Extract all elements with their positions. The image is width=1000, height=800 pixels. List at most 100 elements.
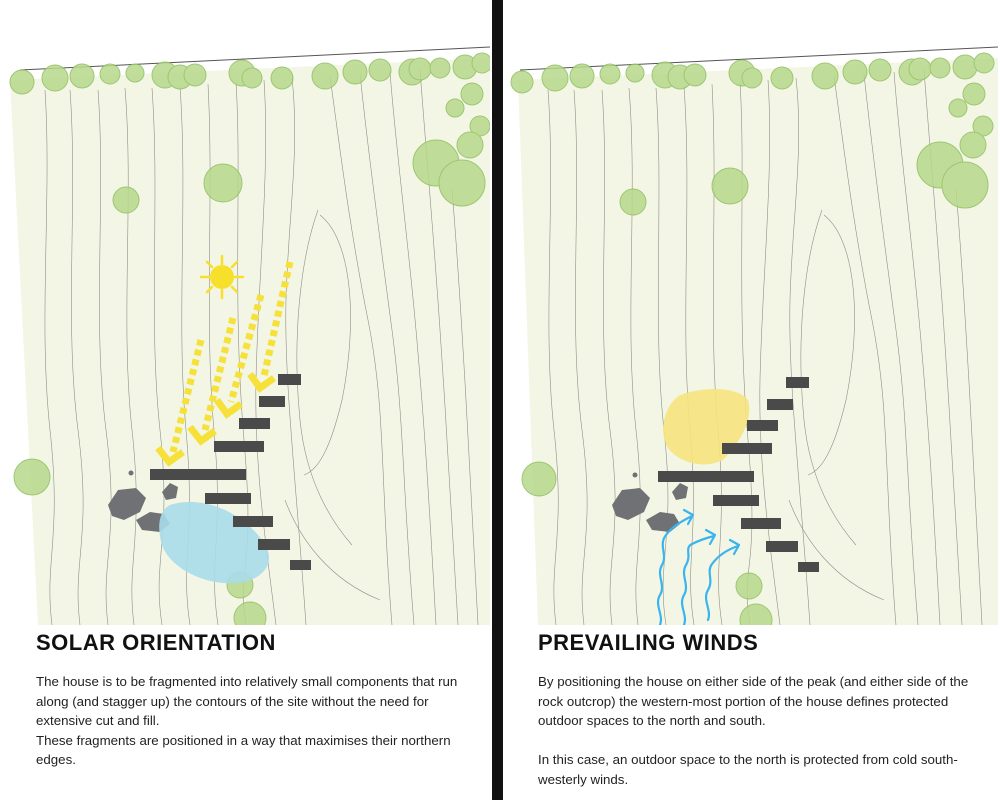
tree-icon [941,161,989,209]
site-map-solar [9,46,490,625]
tree-icon [9,69,35,95]
tree-icon [948,98,968,118]
house-fragment-icon [741,518,781,529]
contour-line [389,71,437,625]
contour-line [303,214,351,476]
tree-icon [959,131,987,159]
contour-line [124,87,137,625]
tree-icon [962,82,986,106]
sun-ray-arrow-icon [227,294,265,403]
contour-line [955,189,983,625]
wind-arrowhead [682,508,695,526]
panel-description-winds: By positioning the house on either side … [538,672,983,789]
tree-icon [69,63,95,89]
tree-icon [973,52,995,74]
wind-arrows [656,508,741,625]
tree-icon [811,62,839,90]
tree-icon [868,58,892,82]
rock-outcrop [612,472,688,532]
contour-line [359,73,415,625]
contour-line [573,89,588,625]
house-fragments [658,377,819,572]
tree-icon [13,458,51,496]
description-paragraph: The house is to be fragmented into relat… [36,674,458,728]
contour-line [893,71,941,625]
tree-icon [99,63,121,85]
rock-outcrop-icon [128,470,134,476]
tree-icon [599,63,621,85]
house-fragment-icon [290,560,311,570]
tree-icon [842,59,868,85]
rock-outcrop-icon [612,488,650,520]
tree-icon [429,57,451,79]
rock-outcrop-icon [672,483,688,500]
contour-line [151,87,165,625]
description-paragraph: In this case, an outdoor space to the no… [538,752,958,787]
tree-icon [683,63,707,87]
sun-ray-arrowhead [155,445,186,467]
site-map-winds [510,46,998,625]
tree-icon [456,131,484,159]
terrain-layer [510,46,998,625]
contour-line [800,209,857,546]
tree-icon [952,54,978,80]
contour-line [601,89,616,625]
tree-icon [569,63,595,89]
sun-ray-arrows [169,261,294,453]
house-fragment-icon [713,495,759,506]
panel-description-solar: The house is to be fragmented into relat… [36,672,481,770]
contour-line [69,89,84,625]
tree-icon [735,572,763,600]
description-paragraph: By positioning the house on either side … [538,674,969,728]
house-fragment-icon [150,469,246,480]
wind-arrow-icon [656,514,694,625]
house-fragment-icon [258,539,290,550]
site-boundary-line [19,46,490,71]
tree-icon [183,63,207,87]
tree-icon [460,82,484,106]
site-boundary-line [519,46,998,71]
house-fragment-icon [233,516,273,527]
contour-line [44,89,55,625]
wind-arrowhead [704,528,717,546]
rock-outcrop-icon [632,472,638,478]
tree-canopy-group [510,52,995,625]
solar-orientation-panel: SOLAR ORIENTATION The house is to be fra… [0,0,490,800]
contour-line [284,499,381,601]
panel-divider [492,0,503,800]
prevailing-winds-panel: PREVAILING WINDS By positioning the hous… [508,0,998,800]
house-fragment-icon [239,418,270,429]
contour-line [628,87,641,625]
contour-line [296,209,353,546]
contour-line [547,89,559,625]
tree-icon [241,67,263,89]
tree-icon [112,186,140,214]
contour-line [451,189,479,625]
wind-arrow-icon [704,544,740,622]
house-fragment-icon [259,396,285,407]
sun-ray-arrowhead [214,397,244,419]
sun-ray-arrowhead [247,371,277,393]
tree-icon [908,57,932,81]
tree-icon [125,63,145,83]
description-paragraph: These fragments are positioned in a way … [36,732,451,768]
contour-line [863,73,919,625]
rock-outcrop-icon [108,488,146,520]
contour-line [807,214,855,476]
tree-icon [625,63,645,83]
house-fragment-icon [278,374,301,385]
contour-line [655,87,669,625]
house-fragment-icon [766,541,798,552]
tree-icon [233,601,267,625]
tree-icon [471,52,490,74]
contour-line [285,77,307,625]
tree-icon [929,57,951,79]
house-fragment-icon [786,377,809,388]
contour-line [789,77,811,625]
house-fragment-icon [214,441,264,452]
tree-icon [311,62,339,90]
tree-icon [41,64,69,92]
tree-icon [739,603,773,625]
tree-icon [270,66,294,90]
house-fragment-icon [658,471,754,482]
